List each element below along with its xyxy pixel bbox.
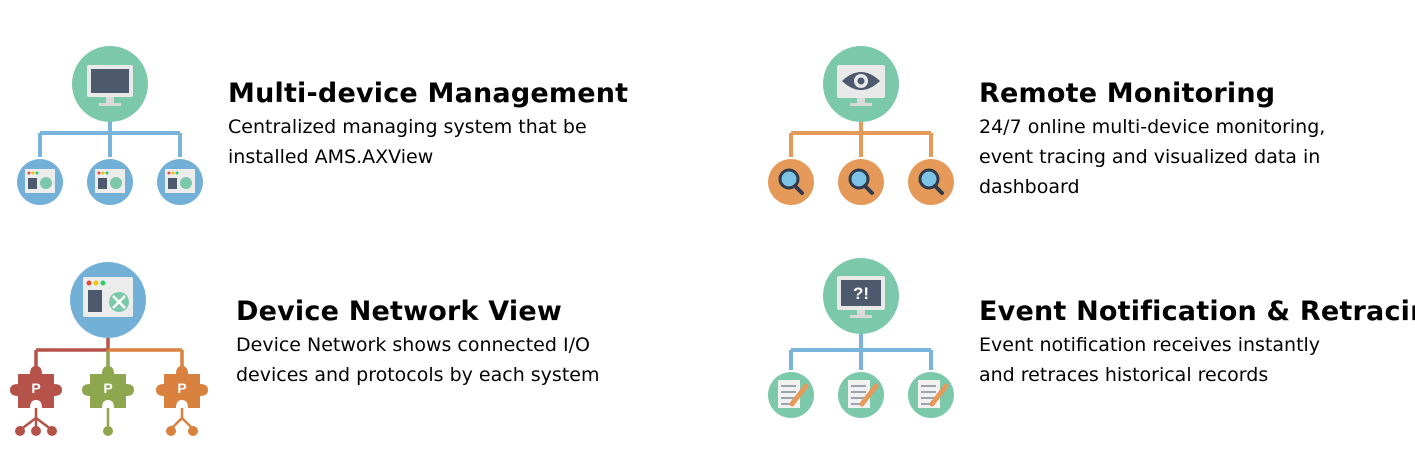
svg-text:P: P — [177, 380, 186, 396]
feature-description: Event notification receives instantly an… — [979, 330, 1415, 390]
description-line: 24/7 online multi-device monitoring, — [979, 116, 1326, 138]
network-lines — [34, 332, 184, 372]
svg-text:?!: ?! — [853, 284, 869, 303]
child-window-node-2 — [87, 159, 133, 205]
feature-description: Centralized managing system that be inst… — [228, 112, 628, 172]
puzzle-network-icon: P P P — [10, 262, 208, 436]
feature-description: 24/7 online multi-device monitoring, eve… — [979, 112, 1325, 202]
feature-text: Device Network View Device Network shows… — [236, 296, 599, 390]
description-line: event tracing and visualized data in — [979, 146, 1321, 168]
network-lines — [789, 332, 933, 370]
feature-text: Event Notification & Retracing Event not… — [979, 296, 1415, 390]
feature-description: Device Network shows connected I/O devic… — [236, 330, 599, 390]
top-eye-node — [823, 46, 899, 122]
green-puzzle-node: P — [82, 366, 134, 436]
checklist-node-2 — [838, 372, 884, 418]
feature-title: Multi-device Management — [228, 78, 629, 109]
description-line: Event notification receives instantly — [979, 334, 1321, 356]
feature-title: Device Network View — [236, 296, 563, 327]
child-window-node-3 — [157, 159, 203, 205]
feature-text: Remote Monitoring 24/7 online multi-devi… — [979, 78, 1325, 202]
checklist-node-3 — [908, 372, 954, 418]
network-lines — [38, 117, 182, 157]
alert-monitor-network-icon: ?! — [768, 258, 954, 418]
svg-text:P: P — [31, 380, 40, 396]
search-node-1 — [768, 159, 814, 205]
red-puzzle-node: P — [10, 366, 62, 436]
top-window-tools-node — [70, 262, 146, 338]
search-node-2 — [838, 159, 884, 205]
description-line: Centralized managing system that be — [228, 116, 587, 138]
description-line: dashboard — [979, 176, 1080, 198]
network-lines — [789, 117, 933, 157]
checklist-node-1 — [768, 372, 814, 418]
child-window-node-1 — [17, 159, 63, 205]
description-line: and retraces historical records — [979, 364, 1269, 386]
description-line: installed AMS.AXView — [228, 146, 434, 168]
description-line: Device Network shows connected I/O — [236, 334, 590, 356]
search-node-3 — [908, 159, 954, 205]
eye-network-icon — [768, 46, 954, 205]
orange-puzzle-node: P — [156, 366, 208, 436]
svg-text:P: P — [103, 380, 112, 396]
feature-text: Multi-device Management Centralized mana… — [228, 78, 628, 172]
feature-title: Event Notification & Retracing — [979, 296, 1415, 327]
top-monitor-node — [72, 46, 148, 122]
description-line: devices and protocols by each system — [236, 364, 600, 386]
top-alert-monitor-node: ?! — [823, 258, 899, 334]
monitor-network-icon — [17, 46, 203, 205]
feature-title: Remote Monitoring — [979, 78, 1276, 109]
